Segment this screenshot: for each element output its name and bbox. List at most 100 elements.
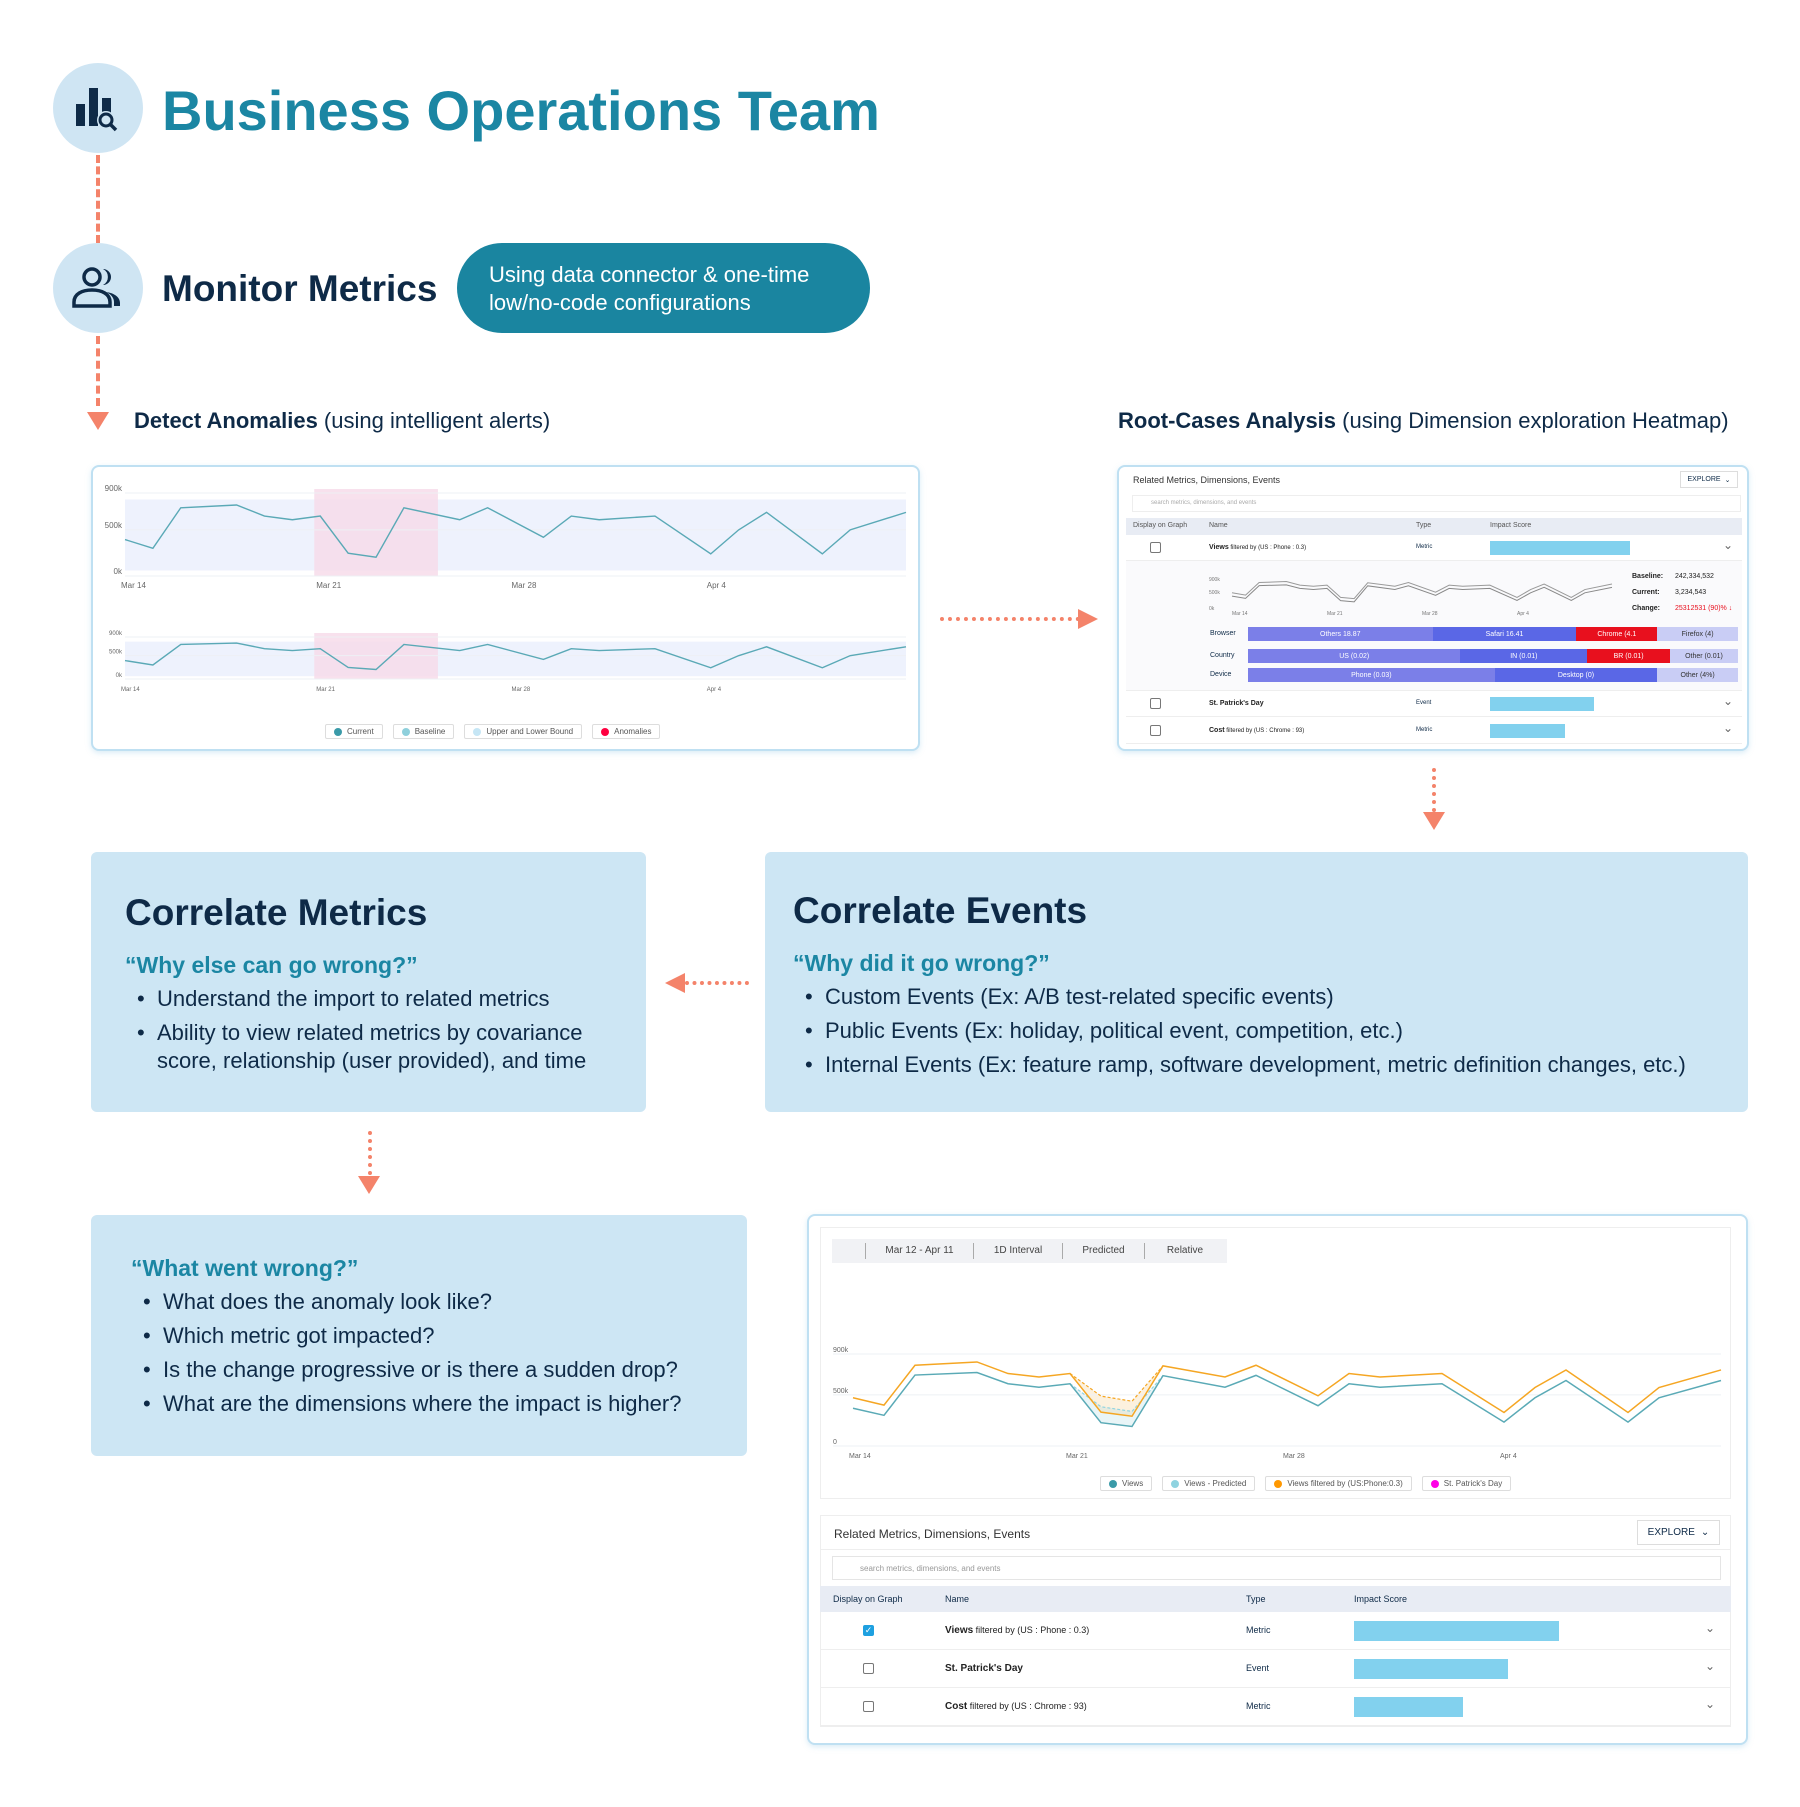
legend-item[interactable]: St. Patrick's Day [1421,1476,1512,1491]
connector-line [96,336,100,406]
x-tick-label: Mar 28 [1422,611,1438,617]
legend-item[interactable]: Anomalies [592,724,661,739]
legend-dot [334,727,342,736]
connector-line [96,155,100,243]
arrow-down-icon [1423,812,1445,830]
y-tick-label: 900k [833,1347,849,1354]
table-row[interactable] [1126,718,1742,744]
predicted-button[interactable]: Predicted [1063,1243,1145,1259]
impact-score-bar [1354,1697,1464,1717]
correlate-metrics-box: Correlate Metrics “Why else can go wrong… [91,852,646,1112]
x-tick-label: Apr 4 [1517,611,1529,617]
display-checkbox[interactable] [1150,725,1161,736]
expand-chevron-icon[interactable]: ⌄ [1705,1697,1716,1711]
legend-item[interactable]: Views - Predicted [1162,1476,1256,1491]
table-row[interactable] [820,1688,1731,1726]
bullet: Ability to view related metrics by covar… [125,1019,612,1075]
date-range-button[interactable]: Mar 12 - Apr 11 [866,1243,974,1259]
bullet: Which metric got impacted? [131,1322,707,1350]
current-line [124,504,907,558]
legend-label: Baseline [414,727,446,736]
table-row[interactable] [1126,535,1742,561]
table-row[interactable] [820,1612,1731,1650]
display-checkbox[interactable] [863,1663,874,1674]
legend-dot [1171,1479,1180,1488]
anomaly-legend: Current Baseline Upper and Lower Bound Anom… [325,724,661,739]
row-name: Views filtered by (US : Phone : 0.3) [945,1625,1090,1636]
y-tick-label: 0k [114,567,123,576]
legend-item[interactable]: Upper and Lower Bound [464,724,583,739]
chart-toolbar: Mar 12 - Apr 11 1D Interval Predicted Re… [832,1239,1227,1263]
interval-button[interactable]: 1D Interval [974,1243,1063,1259]
x-tick-label: Mar 14 [849,1453,871,1460]
display-checkbox[interactable] [863,1701,874,1712]
dimension-label: Browser [1210,630,1236,637]
legend-item[interactable]: Baseline [392,724,455,739]
table-divider [820,1549,1731,1550]
table-row[interactable] [1126,691,1742,717]
row-name: St. Patrick's Day [1209,699,1264,707]
col-display: Display on Graph [833,1594,903,1604]
expand-chevron-icon[interactable]: ⌄ [1723,538,1734,552]
bullet: What does the anomaly look like? [131,1288,707,1316]
views-legend: Views Views - Predicted Views filtered by … [1100,1476,1512,1491]
table-row[interactable] [820,1650,1731,1688]
search-input[interactable]: search metrics, dimensions, and events [832,1556,1721,1580]
legend-dot [1430,1479,1439,1488]
display-checkbox[interactable] [1150,542,1161,553]
expand-chevron-icon[interactable]: ⌄ [1723,721,1734,735]
stat-label: Current: [1632,589,1660,596]
connector-line [1432,768,1436,812]
heatmap-cell[interactable]: BR (0.01) [1587,649,1670,663]
heatmap-cell[interactable]: Other (4%) [1657,668,1738,682]
heatmap-cell[interactable]: Phone (0.03) [1248,668,1495,682]
arrow-left-icon [665,973,685,993]
heatmap-cell[interactable]: Other (0.01) [1669,649,1738,663]
x-tick-label: Mar 28 [512,687,531,693]
search-input[interactable]: search metrics, dimensions, and events [1132,495,1741,512]
dimension-label: Country [1210,652,1235,659]
y-tick-label: 500k [1209,590,1220,596]
views-predicted-band [1070,1375,1163,1427]
expand-chevron-icon[interactable]: ⌄ [1705,1621,1716,1635]
bullet: Public Events (Ex: holiday, political ev… [793,1017,1720,1045]
legend-item[interactable]: Views filtered by (US:Phone:0.3) [1265,1476,1412,1491]
box-quote: “Why else can go wrong?” [125,952,418,978]
x-tick-label: Mar 21 [316,581,341,590]
legend-dot [1274,1479,1283,1488]
heatmap-cell[interactable]: Firefox (4) [1657,627,1738,641]
connector-arrow [685,981,749,985]
chevron-down-icon: ⌄ [1700,1527,1710,1538]
expand-chevron-icon[interactable]: ⌄ [1705,1659,1716,1673]
table-header [820,1586,1731,1612]
heatmap-cell[interactable]: Desktop (0) [1494,668,1658,682]
legend-item[interactable]: Current [325,724,383,739]
row-type: Metric [1246,1701,1271,1711]
row-type: Event [1246,1663,1270,1673]
col-impact: Impact Score [1490,522,1532,529]
heatmap-row: Phone (0.03)Desktop (0)Other (4%) [1248,668,1738,682]
heatmap-cell[interactable]: Chrome (4.1 [1576,627,1658,641]
legend-item[interactable]: Views [1100,1476,1153,1491]
box-title: Correlate Events [793,890,1088,931]
heatmap-cell[interactable]: IN (0.01) [1460,649,1588,663]
heatmap-cell[interactable]: Safari 16.41 [1432,627,1577,641]
explore-button[interactable]: EXPLORE⌄ [1680,471,1738,488]
heatmap-cell[interactable]: US (0.02) [1248,649,1461,663]
bullet: Understand the import to related metrics [125,985,612,1013]
x-tick-label: Mar 14 [121,581,146,590]
anomaly-region [314,489,438,576]
heatmap-cell[interactable]: Others 18.87 [1248,627,1433,641]
col-name: Name [1209,522,1228,529]
explore-button[interactable]: EXPLORE⌄ [1637,1520,1720,1545]
display-checkbox[interactable]: ✓ [863,1625,874,1636]
relative-button[interactable]: Relative [1166,1245,1204,1256]
views-line [852,1371,1722,1428]
expand-chevron-icon[interactable]: ⌄ [1723,694,1734,708]
x-tick-label: Mar 21 [1066,1453,1088,1460]
display-checkbox[interactable] [1150,698,1161,709]
connector-line [368,1131,372,1175]
impact-score-bar [1354,1659,1508,1679]
